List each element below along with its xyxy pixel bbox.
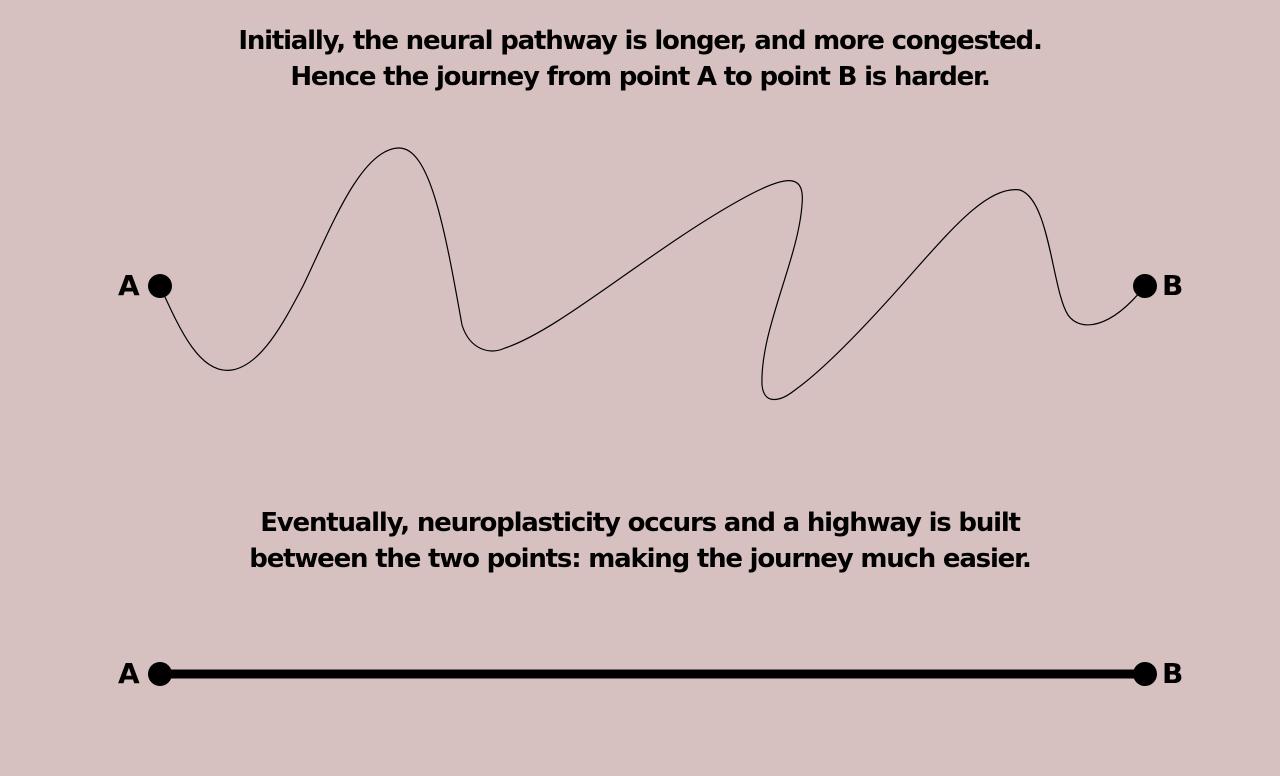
winding-pathway-line — [159, 147, 1146, 401]
caption-congested-pathway: Initially, the neural pathway is longer,… — [0, 23, 1280, 95]
caption-highway-pathway: Eventually, neuroplasticity occurs and a… — [0, 505, 1280, 577]
winding-pathway-diagram — [148, 147, 1157, 401]
top-point-a-dot — [148, 274, 172, 298]
highway-pathway-diagram — [148, 662, 1157, 686]
caption-top-line-1: Initially, the neural pathway is longer,… — [238, 26, 1042, 56]
caption-top-line-2: Hence the journey from point A to point … — [290, 62, 991, 92]
bottom-point-b-dot — [1133, 662, 1157, 686]
bottom-point-a-label: A — [118, 657, 140, 690]
bottom-point-a-dot — [148, 662, 172, 686]
caption-bottom-line-1: Eventually, neuroplasticity occurs and a… — [260, 508, 1021, 538]
top-point-b-label: B — [1162, 269, 1184, 302]
top-point-a-label: A — [118, 269, 140, 302]
caption-bottom-line-2: between the two points: making the journ… — [249, 544, 1032, 574]
top-point-b-dot — [1133, 274, 1157, 298]
bottom-point-b-label: B — [1162, 657, 1184, 690]
